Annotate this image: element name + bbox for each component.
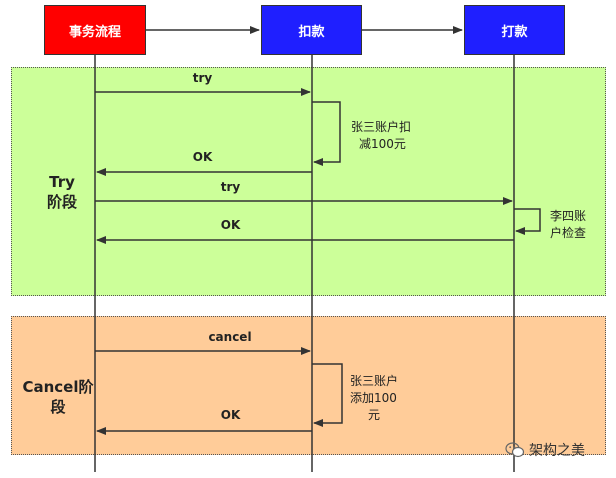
label-ok-from-credit: OK — [220, 218, 241, 232]
note-debit-cancel-line1: 张三账户 — [350, 374, 399, 388]
note-credit-try: 李四账 户检查 — [550, 208, 586, 242]
label-ok-from-debit-cancel: OK — [220, 408, 241, 422]
watermark-text: 架构之美 — [529, 443, 585, 459]
participant-debit: 扣款 — [261, 5, 362, 55]
cancel-phase-region — [11, 316, 606, 455]
try-phase-region — [11, 67, 606, 296]
cancel-phase-label: Cancel阶 段 — [20, 377, 96, 417]
try-phase-label-line2: 阶段 — [46, 193, 77, 211]
note-debit-cancel-line3: 元 — [368, 408, 381, 422]
self-call-credit-try — [514, 208, 541, 235]
note-debit-try-line1: 张三账户扣 — [351, 120, 412, 134]
wechat-icon — [505, 442, 525, 458]
participant-credit-label: 打款 — [501, 24, 528, 40]
label-try-to-debit: try — [192, 71, 213, 85]
try-phase-label: Try 阶段 — [38, 172, 86, 212]
watermark: 架构之美 — [505, 440, 585, 460]
self-call-debit-cancel — [312, 363, 343, 427]
participant-credit: 打款 — [464, 5, 565, 55]
cancel-phase-label-line2: 段 — [50, 398, 66, 416]
participant-transaction-label: 事务流程 — [68, 24, 121, 40]
participant-transaction: 事务流程 — [44, 5, 146, 55]
participant-debit-label: 扣款 — [298, 24, 325, 40]
self-call-debit-try — [312, 101, 341, 166]
note-credit-try-line2: 户检查 — [550, 226, 587, 240]
note-debit-try-line2: 减100元 — [359, 137, 406, 151]
note-debit-try: 张三账户扣 减100元 — [351, 119, 411, 153]
cancel-phase-label-line1: Cancel阶 — [22, 378, 94, 396]
note-debit-cancel-line2: 添加100 — [350, 391, 397, 405]
try-phase-label-line1: Try — [49, 173, 75, 191]
note-debit-cancel: 张三账户 添加100 元 — [350, 373, 398, 424]
label-cancel-to-debit: cancel — [208, 330, 252, 344]
label-ok-from-debit: OK — [192, 150, 213, 164]
note-credit-try-line1: 李四账 — [550, 209, 587, 223]
label-try-to-credit: try — [220, 180, 241, 194]
